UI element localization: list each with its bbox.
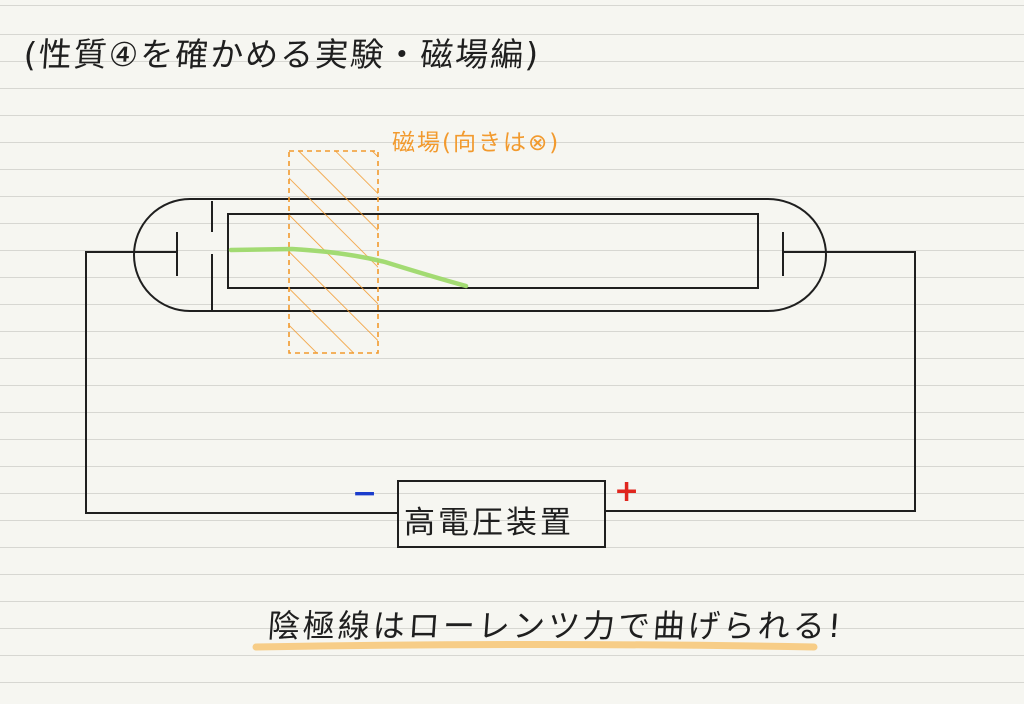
discharge-tube [133, 198, 827, 312]
conclusion-highlight [252, 641, 818, 651]
cathode-ray-beam [228, 246, 469, 289]
magnetic-field-label: 磁場(向きは⊗) [392, 130, 561, 156]
fluorescent-screen [227, 213, 759, 289]
wire-negative [85, 251, 398, 514]
positive-terminal-sign: + [614, 474, 640, 509]
negative-terminal-sign: − [352, 476, 378, 511]
wire-positive [605, 251, 916, 512]
power-supply-box [397, 480, 606, 548]
power-supply-label: 高電圧装置 [404, 505, 574, 541]
conclusion-text: 陰極線はローレンツ力で曲げられる! [266, 607, 846, 645]
page-title: (性質④を確かめる実験・磁場編) [22, 35, 542, 74]
